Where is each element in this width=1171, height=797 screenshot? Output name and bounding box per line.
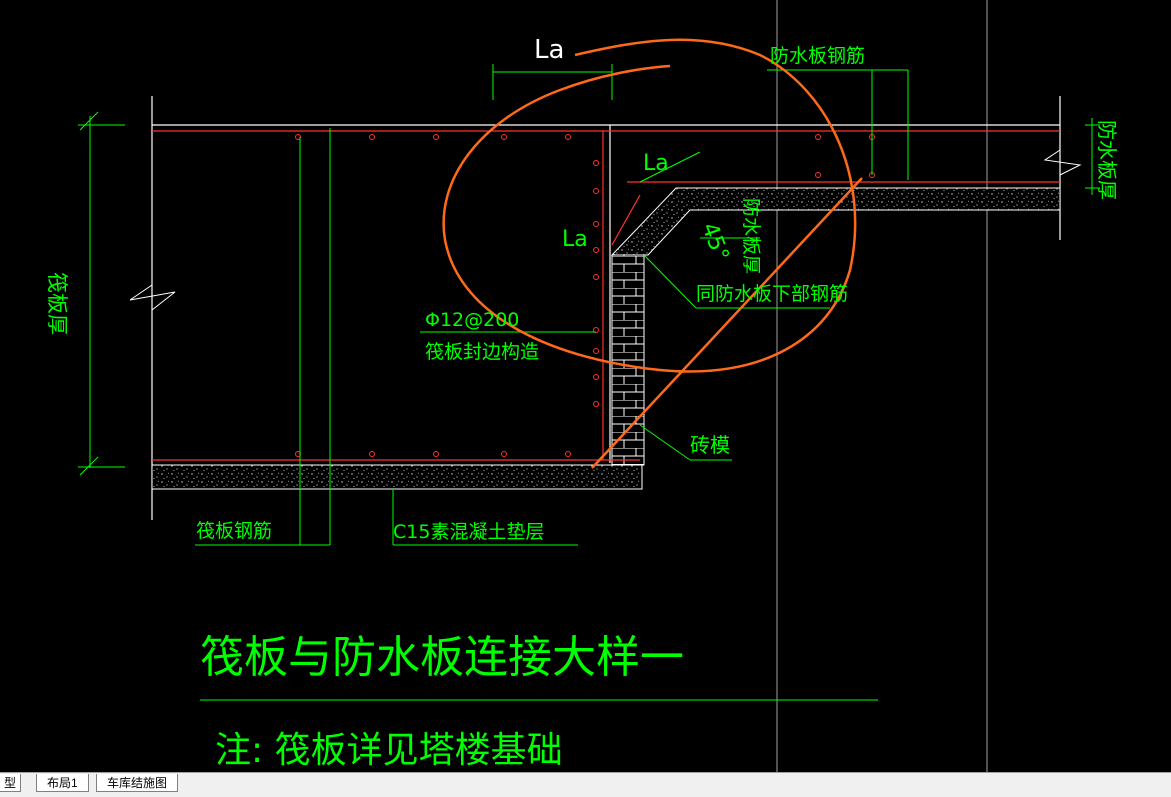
raft-rebar-label: 筏板钢筋 <box>196 520 272 542</box>
waterproof-thickness-mid-label: 防水板厚 <box>740 198 762 274</box>
tab-model[interactable]: 型 <box>0 774 22 792</box>
waterproof-thickness-right-label: 防水板厚 <box>1095 120 1119 200</box>
cushion-layer-label: C15素混凝土垫层 <box>393 521 544 543</box>
rebar-spec-label: Φ12@200 <box>425 309 519 331</box>
cad-canvas[interactable]: La La La 防水板钢筋 防水板厚 防水板厚 45° 同防水板下部钢筋 Φ1… <box>0 0 1171 772</box>
tab-layout1[interactable]: 布局1 <box>36 774 89 792</box>
drawing-note: 注: 筏板详见塔楼基础 <box>215 730 563 771</box>
la-mid-label: La <box>643 151 669 176</box>
cushion-layer-bottom <box>151 464 643 490</box>
la-top-label: La <box>534 35 564 65</box>
drawing-title: 筏板与防水板连接大样一 <box>200 632 684 683</box>
same-bottom-rebar-label: 同防水板下部钢筋 <box>696 283 848 305</box>
rebar-lines <box>152 130 1060 461</box>
dimension-lines <box>78 64 1100 701</box>
raft-thickness-label: 筏板厚 <box>45 272 69 335</box>
raft-outline <box>151 96 1061 520</box>
la-left-label: La <box>562 227 588 252</box>
waterproof-rebar-label: 防水板钢筋 <box>770 45 865 67</box>
markup-annotations <box>442 38 863 469</box>
break-symbols <box>129 149 1082 311</box>
brick-mold <box>611 254 645 466</box>
cad-drawing[interactable]: La La La 防水板钢筋 防水板厚 防水板厚 45° 同防水板下部钢筋 Φ1… <box>0 0 1171 772</box>
tab-garage-drawing[interactable]: 车库结施图 <box>96 774 179 792</box>
edge-construction-label: 筏板封边构造 <box>425 341 539 363</box>
angle-label: 45° <box>696 220 733 265</box>
brick-mold-label: 砖模 <box>690 433 730 457</box>
grid-lines <box>776 0 988 772</box>
layout-tab-bar: 型 布局1 车库结施图 <box>0 772 1171 797</box>
cushion-layer-slope <box>610 187 1061 256</box>
